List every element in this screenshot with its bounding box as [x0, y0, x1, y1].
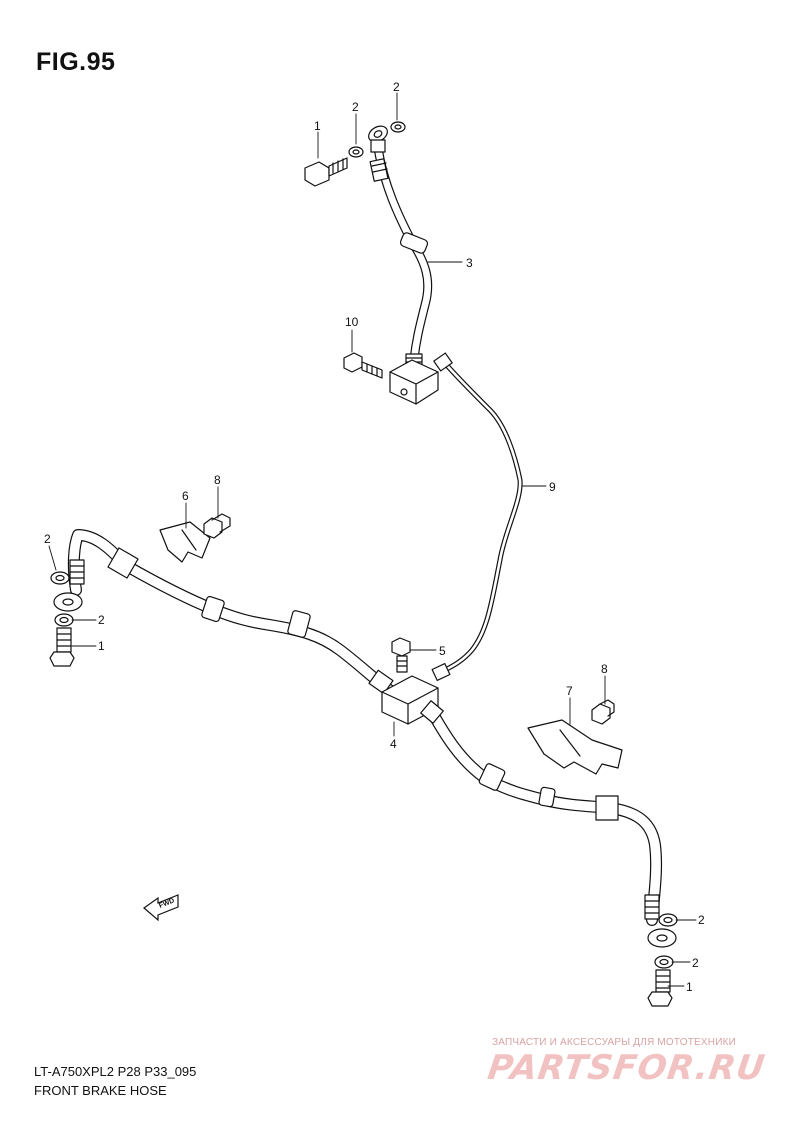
- washer-upper-left: [348, 146, 364, 158]
- callout-4: 4: [390, 737, 397, 751]
- callout-9: 9: [549, 480, 556, 494]
- washer-right-bottom: [654, 955, 674, 969]
- callout-8-right: 8: [601, 662, 608, 676]
- left-banjo-fitting: [53, 592, 83, 612]
- washer-right-top: [658, 913, 678, 927]
- callout-1-left: 1: [98, 639, 105, 653]
- bolt-10: [343, 352, 383, 379]
- callout-3: 3: [466, 256, 473, 270]
- watermark-logo: PARTSFOR.RU: [485, 1048, 768, 1088]
- left-lower-hose: [67, 529, 398, 698]
- washer-left-bottom: [54, 613, 74, 627]
- callout-2-upper-right: 2: [393, 80, 400, 94]
- callout-10: 10: [345, 315, 359, 329]
- watermark-tagline: ЗАПЧАСТИ И АКСЕССУАРЫ ДЛЯ МОТОТЕХНИКИ: [492, 1037, 737, 1048]
- bolt-8-right: [591, 699, 615, 725]
- fwd-arrow-icon: FWD: [143, 894, 179, 922]
- washer-left-top: [50, 571, 70, 585]
- callout-2-right-top: 2: [698, 913, 705, 927]
- banjo-bolt-left: [49, 627, 75, 667]
- callout-2-left-top: 2: [44, 532, 51, 546]
- callout-5: 5: [439, 644, 446, 658]
- brake-pipe-9: [431, 352, 523, 681]
- figure-caption: FRONT BRAKE HOSE: [34, 1083, 167, 1098]
- banjo-bolt-right: [647, 969, 673, 1007]
- callout-1-right: 1: [686, 980, 693, 994]
- right-lower-hose: [420, 700, 663, 926]
- upper-banjo-fitting: [368, 125, 388, 153]
- callout-7: 7: [566, 684, 573, 698]
- callout-2-left-bottom: 2: [98, 613, 105, 627]
- clamp-6: [159, 521, 211, 563]
- upper-brake-hose: [369, 143, 433, 367]
- model-code: LT-A750XPL2 P28 P33_095: [34, 1064, 197, 1079]
- washer-upper-right: [390, 121, 406, 133]
- banjo-bolt-upper: [304, 157, 348, 187]
- callout-8-left: 8: [214, 473, 221, 487]
- callout-2-upper-left: 2: [352, 100, 359, 114]
- callout-2-right-bottom: 2: [692, 956, 699, 970]
- callout-1-upper: 1: [314, 119, 321, 133]
- bolt-5: [391, 637, 411, 673]
- figure-title: FIG.95: [36, 48, 116, 76]
- upper-joint-block: [389, 359, 439, 405]
- callout-6: 6: [182, 489, 189, 503]
- leader-lines: [48, 92, 697, 987]
- bolt-8-left: [203, 513, 231, 539]
- clamp-7: [527, 719, 623, 775]
- right-banjo-fitting: [647, 928, 677, 948]
